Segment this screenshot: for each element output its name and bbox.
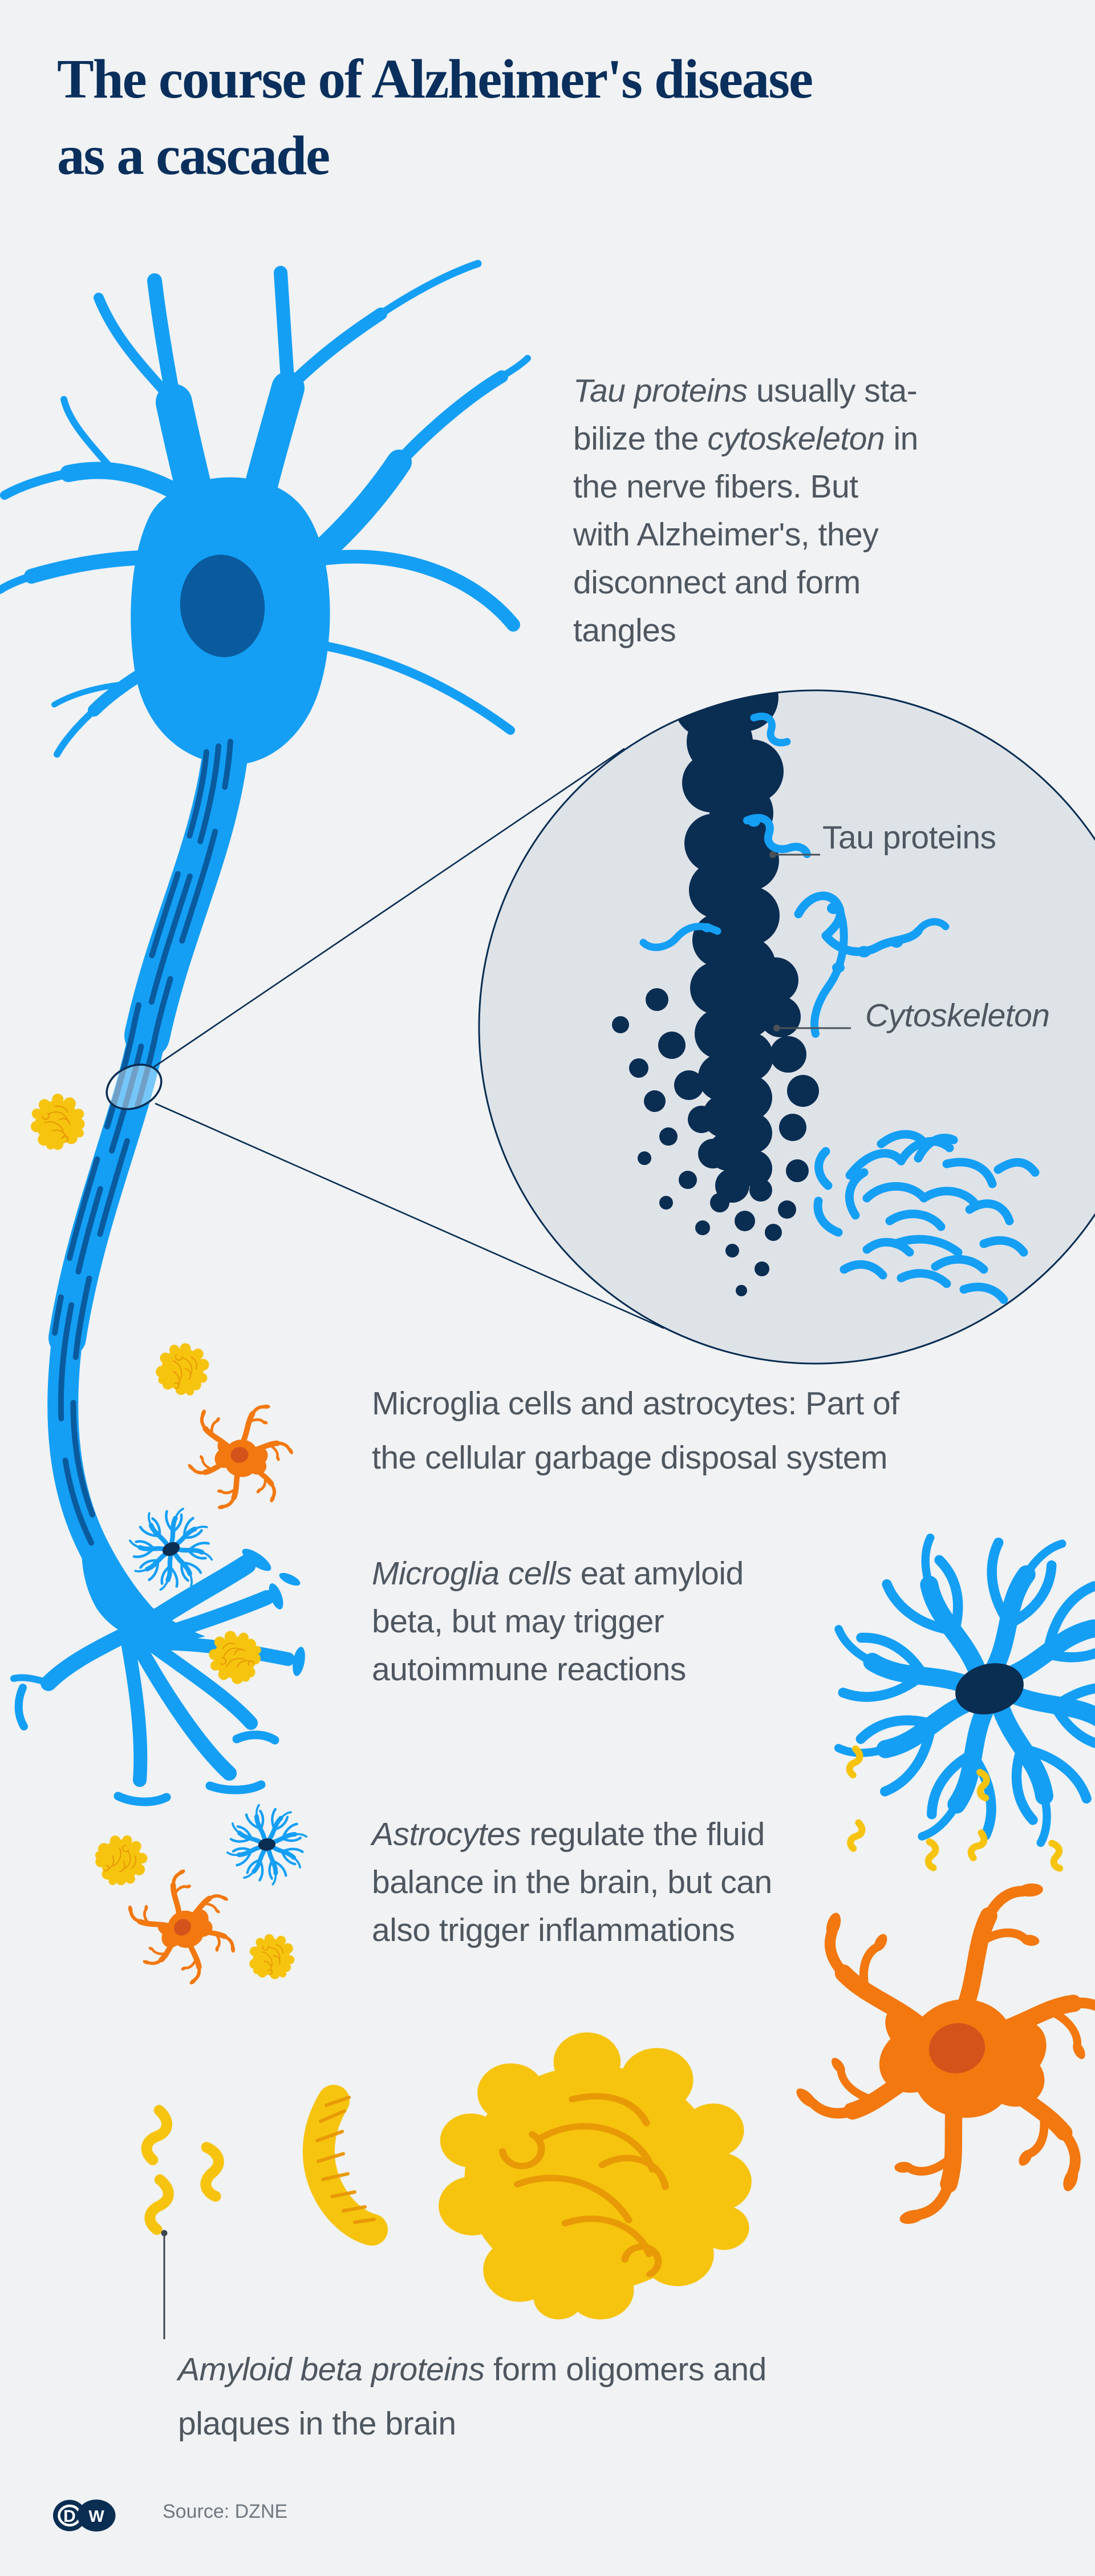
label-cytoskeleton: Cytoskeleton (865, 997, 1050, 1034)
synapse-paddles (242, 1548, 305, 1676)
amyloid-leader-line (161, 2230, 168, 2339)
magnifier-line-lower (155, 1102, 664, 1329)
amyloid-squiggle-2 (200, 2145, 224, 2198)
cytoskeleton-column (612, 690, 819, 1296)
microglia-description: Microglia cells eat amyloid beta, but ma… (372, 1555, 744, 1688)
amyloid-plaque-small-4 (90, 1830, 152, 1891)
cells-heading: Microglia cells and astrocytes: Part of … (372, 1385, 899, 1476)
amyloid-plaque-small-1 (23, 1087, 93, 1158)
axon-terminals (10, 1548, 305, 1806)
astrocytes-description: Astrocytes regulate the fluid balance in… (372, 1816, 772, 1948)
amyloid-plaque-small-2 (145, 1333, 220, 1407)
label-tau-proteins: Tau proteins (822, 819, 996, 856)
dw-logo-letter-d: D (63, 2507, 76, 2526)
tau-squiggles (639, 713, 950, 1038)
amyloid-plaque-large (403, 2010, 788, 2350)
microglia-cell-large (806, 1508, 1095, 1871)
axon-stripes (52, 739, 233, 1546)
microglia-cell-small-2 (217, 1795, 317, 1895)
magnifier-ellipse (106, 1063, 163, 1110)
dw-logo-letter-w: W (88, 2508, 104, 2526)
amyloid-oligomer (302, 2085, 388, 2246)
page-title: The course of Alzheimer's disease as a c… (57, 48, 813, 186)
amyloid-plaque-small-5 (238, 1924, 305, 1991)
amyloid-description: Amyloid beta proteins form oligomers and… (178, 2351, 766, 2442)
axon (47, 716, 250, 1643)
label-leader-lines (769, 851, 851, 1032)
astrocyte-small-1 (177, 1390, 304, 1523)
astrocyte-small-2 (116, 1858, 252, 1999)
astrocyte-large (768, 1852, 1095, 2254)
amyloid-beta-row (144, 2010, 788, 2350)
magnifier-highlight (107, 1065, 161, 1109)
tau-tangle (813, 1130, 1040, 1304)
dw-logo-right-oval (77, 2500, 116, 2531)
source-credit: Source: DZNE (163, 2501, 288, 2522)
magnifier-line-upper (153, 747, 625, 1068)
neuron-illustration (0, 260, 531, 1806)
soma-nucleus (180, 555, 265, 657)
magnifier (106, 747, 664, 1329)
dw-logo: D W (53, 2500, 116, 2531)
tau-description: Tau proteins usually sta- bilize the cyt… (573, 373, 918, 649)
amyloid-squiggle-1 (144, 2109, 170, 2162)
amyloid-squiggle-3 (148, 2178, 171, 2231)
microglia-cell-small-1 (130, 1509, 212, 1590)
